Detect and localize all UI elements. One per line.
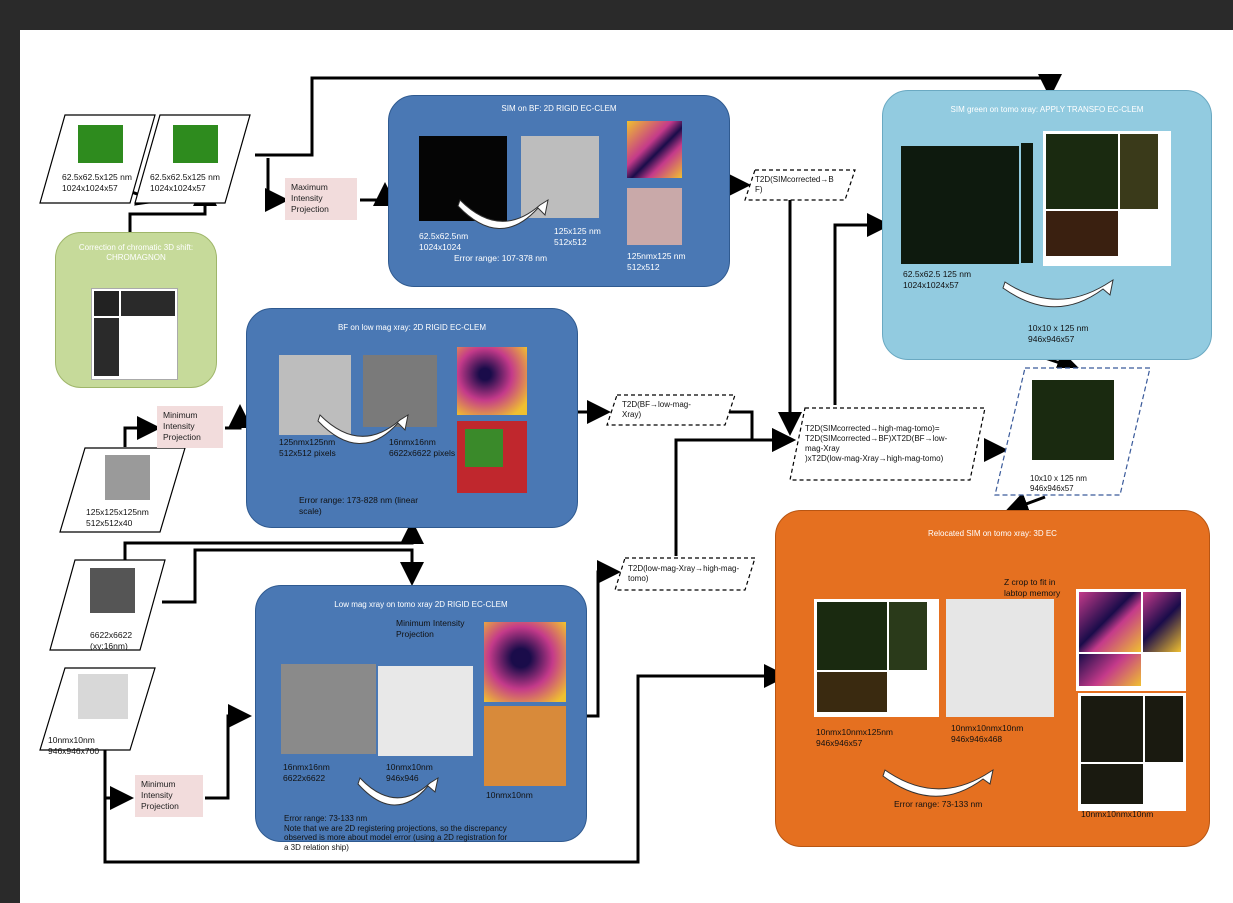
chromagnon-title: Correction of chromatic 3D shift: CHROMA… [78,243,194,262]
relocated-left-image [814,599,939,717]
relocated-mid-label: 10nmx10nmx10nm 946x946x468 [951,723,1024,744]
apply-left-side [1021,143,1033,263]
sim-bf-right-label: 125nmx125 nm 512x512 [627,251,686,272]
tomo-thumb [78,674,128,719]
bf-lowmag-mid-label: 16nmx16nm 6622x6622 pixels [389,437,456,458]
bf-lowmag-error-map [457,347,527,415]
xray-thumb [90,568,135,613]
lowmag-tomo-overlay [484,706,566,786]
bf-image [521,136,599,218]
lowmag-tomo-left-image [281,664,376,754]
sim-corrected-label: 62.5x62.5x125 nm 1024x1024x57 [150,172,220,193]
chromagnon-panel: Correction of chromatic 3D shift: CHROMA… [55,232,217,388]
t-sim-bf: T2D(SIMcorrected→B F) [755,175,834,194]
apply-left-label: 62.5x62.5 125 nm 1024x1024x57 [903,269,972,290]
min-intensity-projection-1: Minimum Intensity Projection [157,406,223,448]
t-bf-low: T2D(BF→low-mag- Xray) [622,400,691,419]
apply-right-image [1043,131,1171,266]
max-intensity-projection: Maximum Intensity Projection [285,178,357,220]
lowmag-tomo-mid-image [378,666,473,756]
lowmag-tomo-left-label: 16nmx16nm 6622x6622 [283,762,330,783]
relocated-error-map [1076,589,1186,691]
sim-bf-error: Error range: 107-378 nm [454,253,548,263]
panel-lowmag-tomo-title: Low mag xray on tomo xray 2D RIGID EC-CL… [334,600,508,609]
bf-lowmag-mid-image [363,355,437,427]
sim-bf-error-map [627,121,682,178]
lowmag-tomo-mip-label: Minimum Intensity Projection [396,618,465,639]
sim-corrected-thumb [173,125,218,163]
t-combined-box [789,407,986,481]
bf-lowmag-overlay [457,421,527,493]
t-combined: T2D(SIMcorrected→high-mag-tomo)= T2D(SIM… [805,424,948,463]
sim-bf-overlay [627,188,682,245]
bf-stack-label: 125x125x125nm 512x512x40 [86,507,149,528]
t-sim-bf-box [744,169,856,201]
apply-left-image [901,146,1019,264]
lowmag-xray-label: 6622x6622 (xy:16nm) [90,630,133,651]
relocated-right-image [1078,693,1186,811]
sim-raw-label: 62.5x62.5x125 nm 1024x1024x57 [62,172,132,193]
relocated-left-label: 10nmx10nmx125nm 946x946x57 [816,727,894,748]
bf-lowmag-error: Error range: 173-828 nm (linear scale) [299,495,419,516]
lowmag-tomo-right-label: 10nmx10nm [486,790,533,800]
panel-relocated-sim: Relocated SIM on tomo xray: 3D EC Z crop… [775,510,1210,847]
chromagnon-image [91,288,178,380]
relocated-error: Error range: 73-133 nm [894,799,983,809]
t-low-high: T2D(low-mag-Xray→high-mag- tomo) [628,564,740,583]
relocated-mid-image [946,599,1054,717]
panel-apply-transfo: SIM green on tomo xray: APPLY TRANSFO EC… [882,90,1212,360]
t-low-high-box [614,557,756,591]
result-label: 10x10 x 125 nm 946x946x57 [1030,474,1087,493]
panel-bf-on-lowmag: BF on low mag xray: 2D RIGID EC-CLEM 125… [246,308,578,528]
panel-apply-title: SIM green on tomo xray: APPLY TRANSFO EC… [950,105,1144,114]
sim-raw-thumb [78,125,123,163]
lowmag-tomo-error-map [484,622,566,702]
relocated-zcrop-label: Z crop to fit in labtop memory [1004,577,1061,598]
panel-relocated-title: Relocated SIM on tomo xray: 3D EC [928,529,1057,538]
lowmag-tomo-mid-label: 10nmx10nm 946x946 [386,762,433,783]
tomo-label: 10nmx10nm 946x946x700 [48,735,100,756]
lowmag-tomo-error: Error range: 73-133 nm Note that we are … [284,814,508,852]
apply-right-label: 10x10 x 125 nm 946x946x57 [1028,323,1089,344]
panel-lowmag-on-tomo: Low mag xray on tomo xray 2D RIGID EC-CL… [255,585,587,852]
min-intensity-projection-2: Minimum Intensity Projection [135,775,203,817]
bf-lowmag-left-label: 125nmx125nm 512x512 pixels [279,437,336,458]
bf-thumb [105,455,150,500]
relocated-right-label: 10nmx10nmx10nm [1081,809,1154,819]
panel-sim-on-bf-title: SIM on BF: 2D RIGID EC-CLEM [501,104,617,113]
sim-bf-mid-label: 125x125 nm 512x512 [554,226,601,247]
panel-sim-on-bf: SIM on BF: 2D RIGID EC-CLEM 62.5x62.5nm … [388,95,730,287]
bf-lowmag-left-image [279,355,351,435]
sim-bf-left-label: 62.5x62.5nm 1024x1024 [419,231,469,252]
panel-bf-lowmag-title: BF on low mag xray: 2D RIGID EC-CLEM [337,323,487,332]
t-bf-low-box [606,394,736,426]
result-image [1032,380,1114,460]
